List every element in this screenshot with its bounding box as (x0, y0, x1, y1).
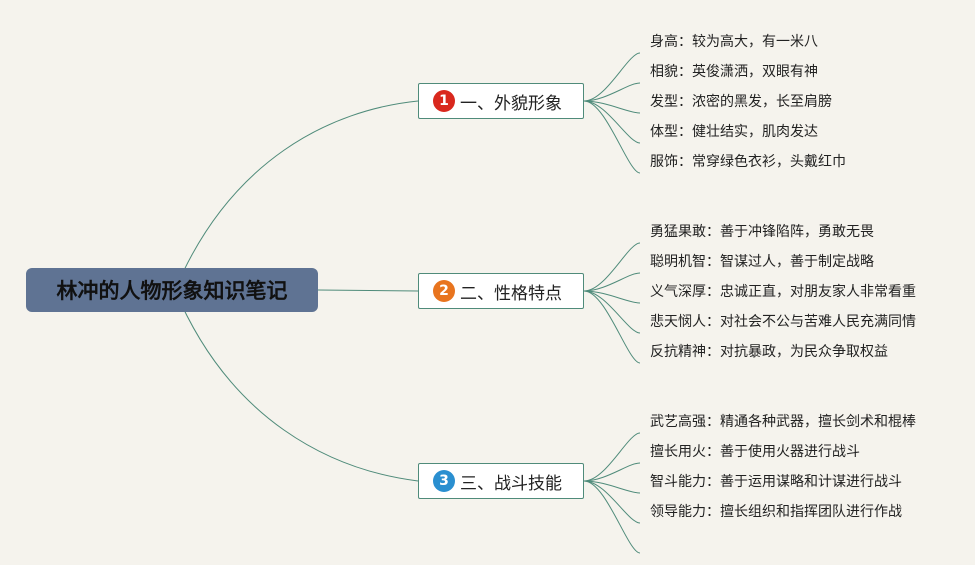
leaf-node[interactable]: 擅长用火：善于使用火器进行战斗 (650, 444, 860, 460)
connector-branch-2-leaf (583, 290, 641, 334)
leaf-node[interactable]: 反抗精神：对抗暴政，为民众争取权益 (650, 344, 888, 360)
branch-node-appearance[interactable]: 1 一、外貌形象 (418, 83, 584, 119)
connector-branch-2-leaf (583, 290, 641, 364)
connector-root-branch-3 (174, 289, 419, 482)
branch-label: 二、性格特点 (460, 283, 562, 304)
connector-branch-2-leaf (583, 242, 641, 292)
leaf-node[interactable]: 体型：健壮结实，肌肉发达 (650, 124, 818, 140)
root-label: 林冲的人物形象知识笔记 (56, 279, 288, 303)
leaf-node[interactable]: 义气深厚：忠诚正直，对朋友家人非常看重 (650, 284, 916, 300)
leaf-node[interactable]: 发型：浓密的黑发，长至肩膀 (650, 94, 832, 110)
leaf-node[interactable]: 领导能力：擅长组织和指挥团队进行作战 (650, 504, 902, 520)
connector-branch-2-leaf (583, 272, 641, 292)
leaf-node[interactable]: 武艺高强：精通各种武器，擅长剑术和棍棒 (650, 414, 916, 430)
badge-number-2: 2 (433, 280, 455, 302)
leaf-node[interactable]: 智斗能力：善于运用谋略和计谋进行战斗 (650, 474, 902, 490)
connector-branch-3-leaf (583, 432, 641, 482)
leaf-node[interactable]: 身高：较为高大，有一米八 (650, 34, 818, 50)
connector-branch-1-leaf (583, 100, 641, 174)
branch-node-combat-skills[interactable]: 3 三、战斗技能 (418, 463, 584, 499)
leaf-node[interactable]: 服饰：常穿绿色衣衫，头戴红巾 (650, 154, 846, 170)
leaf-node[interactable]: 勇猛果敢：善于冲锋陷阵，勇敢无畏 (650, 224, 874, 240)
connector-branch-3-leaf (583, 462, 641, 482)
leaf-node[interactable]: 聪明机智：智谋过人，善于制定战略 (650, 254, 874, 270)
branch-label: 一、外貌形象 (460, 93, 562, 114)
branch-node-personality[interactable]: 2 二、性格特点 (418, 273, 584, 309)
leaf-node[interactable]: 悲天悯人：对社会不公与苦难人民充满同情 (650, 314, 916, 330)
connector-branch-1-leaf (583, 82, 641, 102)
connector-branch-3-leaf (583, 480, 641, 554)
connector-root-branch-1 (174, 100, 419, 291)
connector-branch-3-leaf (583, 480, 641, 524)
badge-number-1: 1 (433, 90, 455, 112)
branch-label: 三、战斗技能 (460, 473, 562, 494)
connector-root-branch-2 (317, 289, 419, 292)
badge-number-3: 3 (433, 470, 455, 492)
connector-branch-1-leaf (583, 52, 641, 102)
leaf-node[interactable]: 相貌：英俊潇洒，双眼有神 (650, 64, 818, 80)
root-node[interactable]: 林冲的人物形象知识笔记 (26, 268, 318, 312)
connector-branch-1-leaf (583, 100, 641, 144)
